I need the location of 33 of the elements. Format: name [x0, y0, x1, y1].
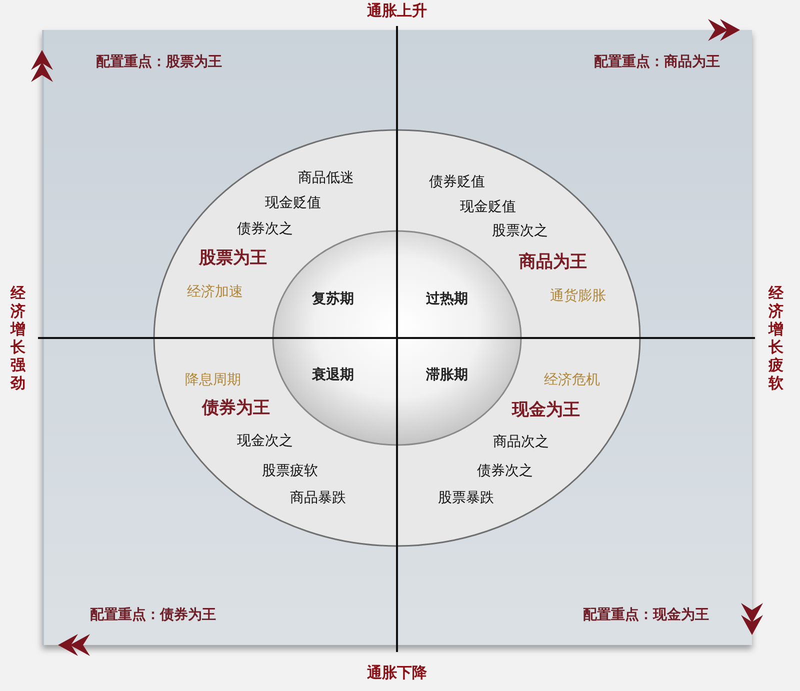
axis-label: 经济增长强劲 [10, 284, 26, 392]
asset-text: 股票疲软 [262, 462, 318, 480]
condition-text: 降息周期 [185, 372, 241, 388]
asset-text: 债券次之 [237, 220, 293, 238]
asset-heading: 现金为王 [512, 401, 580, 421]
axis-label: 通胀下降 [367, 664, 427, 682]
axis-label: 经济增长疲软 [768, 284, 784, 392]
cycle-phase-label: 过热期 [426, 290, 468, 308]
asset-text: 债券次之 [477, 462, 533, 480]
allocation-text: 配置重点：股票为王 [96, 54, 222, 70]
cycle-phase-label: 衰退期 [312, 366, 354, 384]
asset-heading: 股票为王 [199, 249, 267, 269]
asset-text: 商品暴跌 [290, 490, 346, 506]
asset-text: 股票暴跌 [438, 490, 494, 506]
asset-text: 现金次之 [237, 432, 293, 450]
axis-label: 通胀上升 [367, 2, 427, 20]
asset-text: 债券贬值 [429, 174, 485, 190]
asset-text: 现金贬值 [265, 194, 321, 212]
asset-text: 股票次之 [492, 222, 548, 240]
condition-text: 通货膨胀 [550, 288, 606, 304]
asset-text: 商品低迷 [298, 170, 354, 186]
cycle-phase-label: 滞胀期 [426, 366, 468, 384]
condition-text: 经济危机 [544, 372, 600, 388]
asset-text: 现金贬值 [460, 198, 516, 216]
asset-heading: 商品为王 [519, 253, 587, 273]
asset-text: 商品次之 [493, 434, 549, 450]
condition-text: 经济加速 [187, 284, 243, 300]
asset-heading: 债券为王 [202, 399, 270, 419]
allocation-text: 配置重点：债券为王 [90, 606, 216, 624]
allocation-text: 配置重点：商品为王 [594, 54, 720, 70]
cycle-phase-label: 复苏期 [312, 290, 354, 308]
allocation-text: 配置重点：现金为王 [583, 606, 709, 624]
quadrant-panel [42, 30, 752, 645]
